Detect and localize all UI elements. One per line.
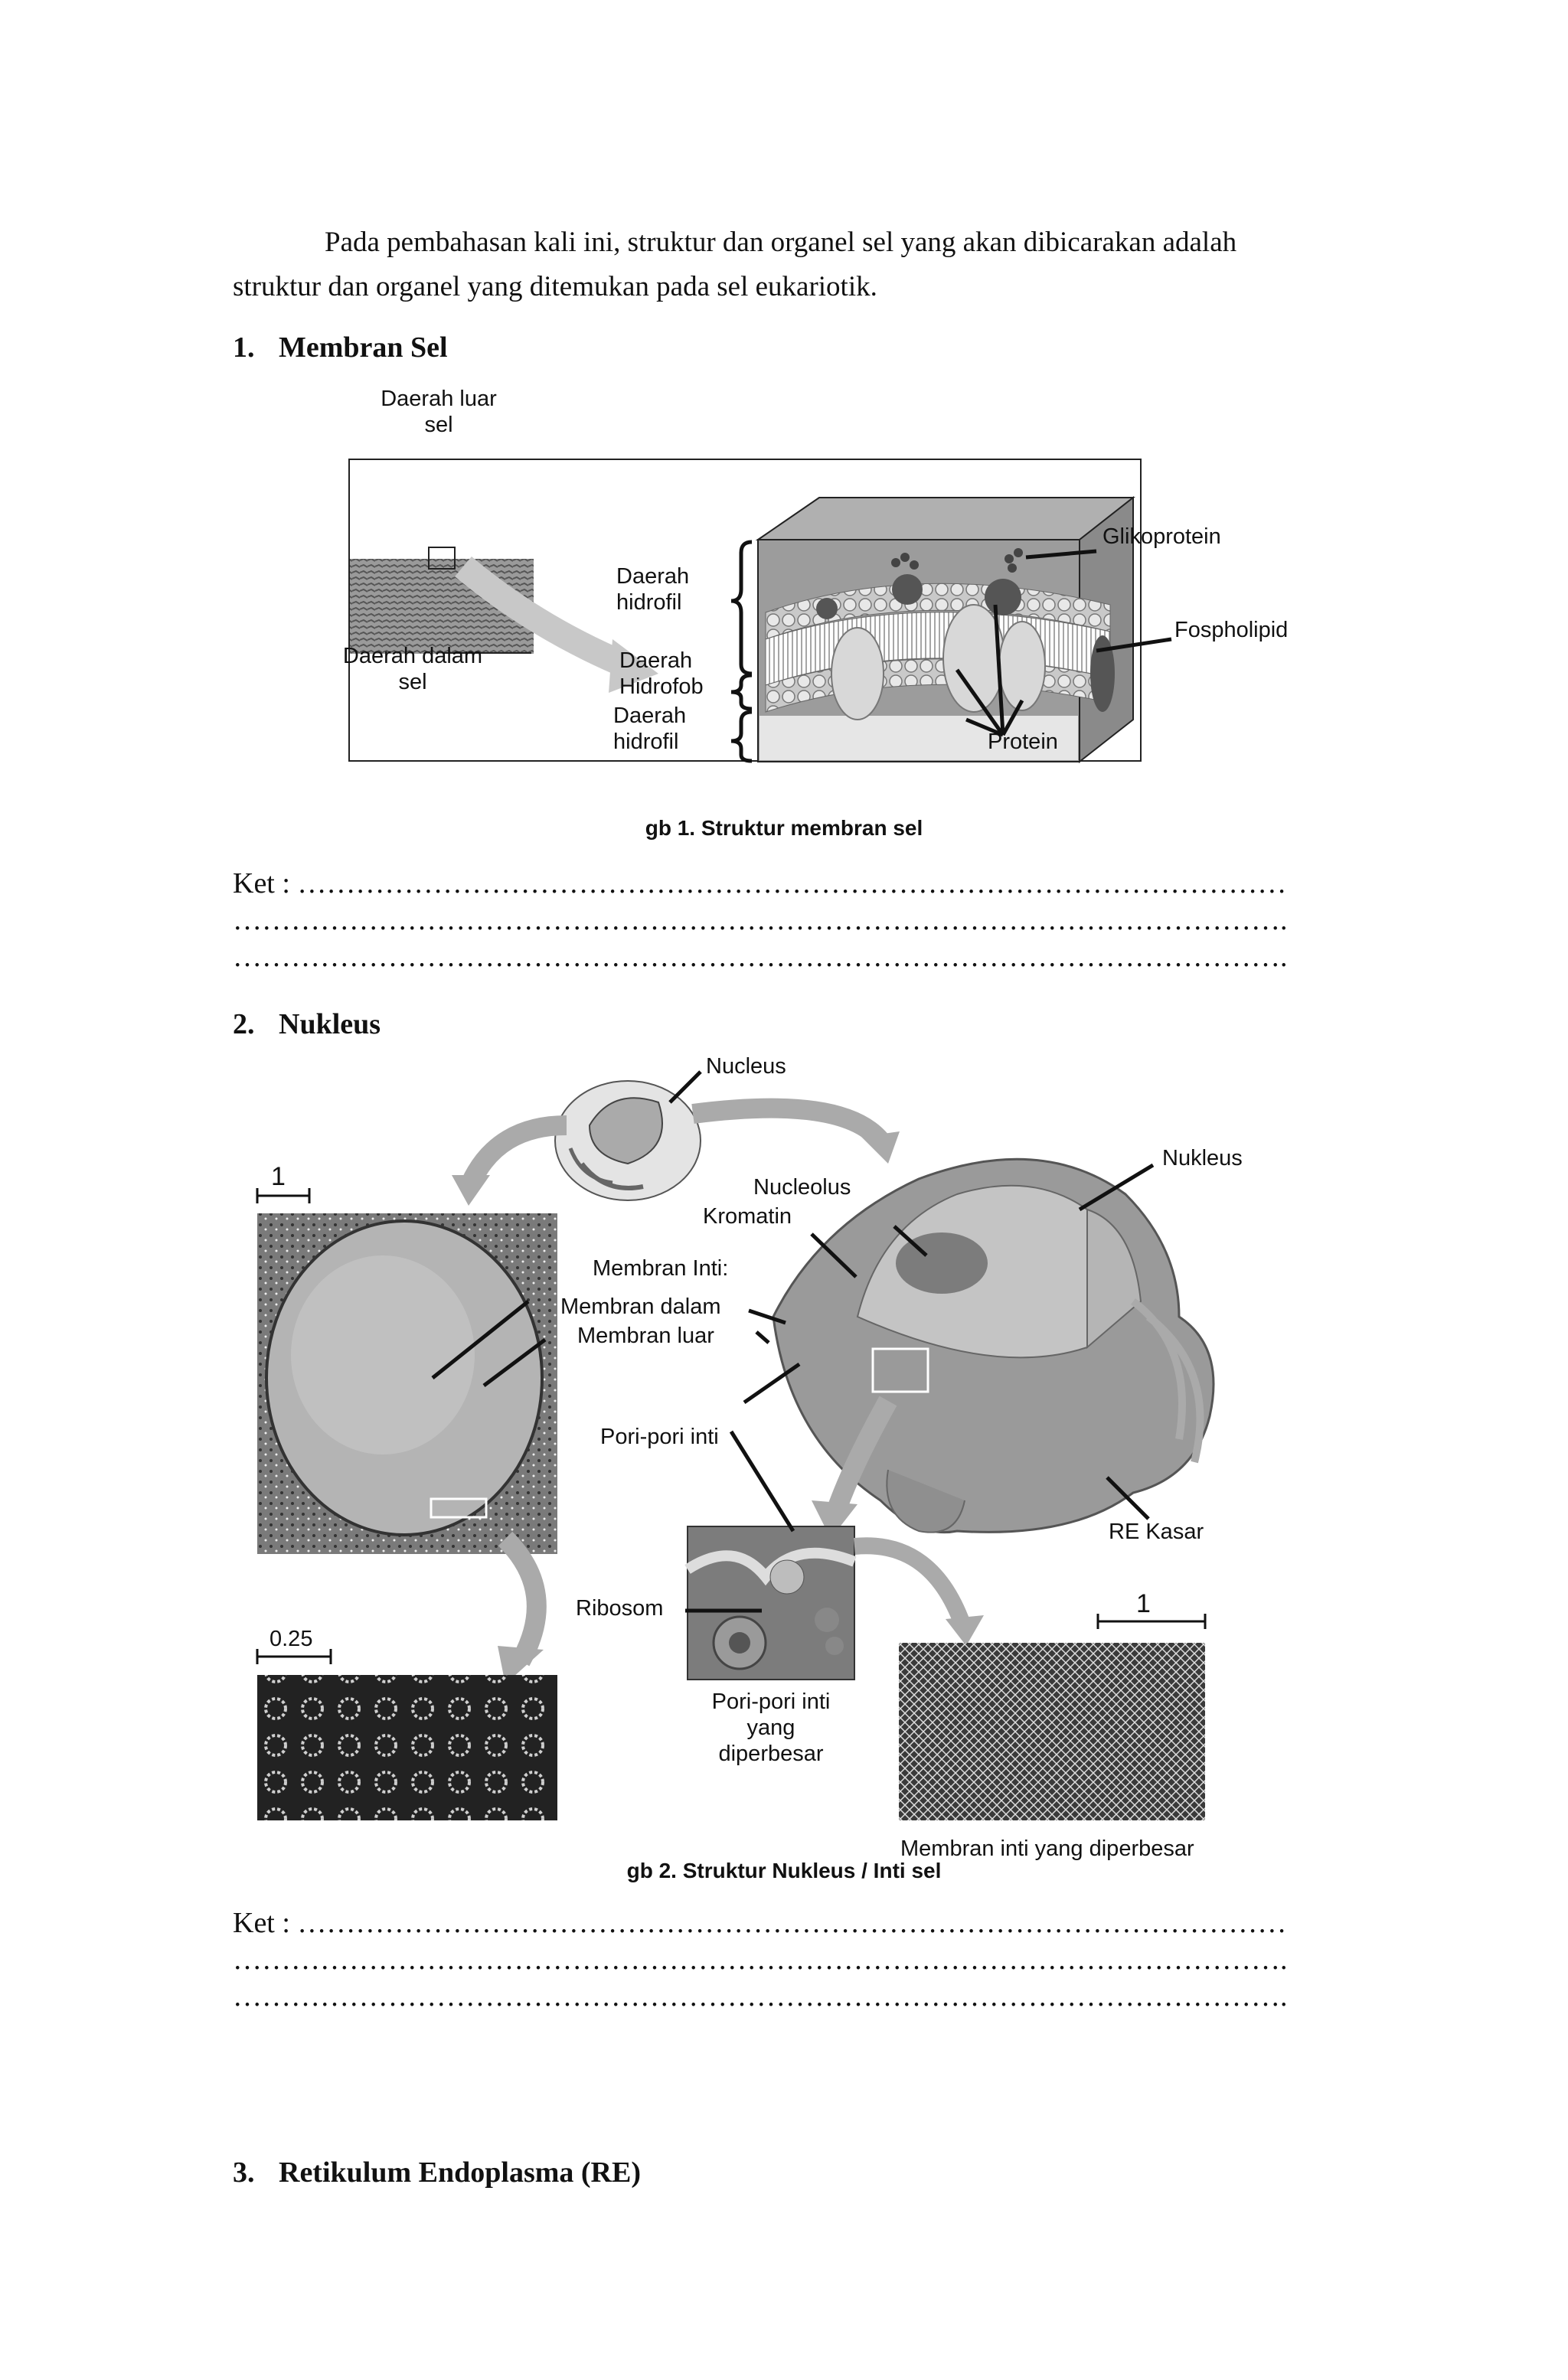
section-3-heading: 3.Retikulum Endoplasma (RE) <box>233 2156 641 2189</box>
zoom-box <box>429 547 455 569</box>
protein-right <box>999 622 1045 710</box>
label-daerah-dalam-sel: Daerah dalam sel <box>340 643 485 695</box>
protein-left <box>831 628 884 720</box>
pore-micrograph <box>257 1675 557 1820</box>
label-membran-luar: Membran luar <box>577 1323 714 1349</box>
label-daerah-luar-sel: Daerah luar sel <box>377 386 500 438</box>
zoom-arrow <box>463 566 628 666</box>
ket-2-line-1: Ket : ………………………………………………………………………………………… <box>233 1905 1335 1941</box>
figure-1-caption: gb 1. Struktur membran sel <box>0 816 1568 841</box>
ket-2-line-3: ………………………………………………………………………………………………. <box>233 1978 1335 2015</box>
figure-1-frame <box>349 459 1141 761</box>
label-nukleus: Nukleus <box>1162 1145 1243 1171</box>
scale-1-right: 1 <box>1136 1591 1151 1617</box>
label-daerah-hidrofil-bottom: Daerah hidrofil <box>613 703 713 755</box>
label-re-kasar: RE Kasar <box>1109 1519 1204 1545</box>
ket-block-2: Ket : …………………………………………………………………………………………… <box>233 1905 1335 2015</box>
membrane-micrograph-enlarged <box>899 1643 1205 1820</box>
scale-025: 0.25 <box>270 1626 312 1652</box>
label-membran-inti: Membran Inti: <box>593 1255 728 1281</box>
nucleus-micrograph <box>257 1213 557 1554</box>
label-pori-pori-inti: Pori-pori inti <box>600 1424 719 1450</box>
ket-block-1: Ket : …………………………………………………………………………………………… <box>233 865 1335 975</box>
intro-line-1: Pada pembahasan kali ini, struktur dan o… <box>325 227 1236 258</box>
label-ribosom: Ribosom <box>576 1595 663 1621</box>
label-nucleolus: Nucleolus <box>753 1174 851 1200</box>
ket-1-line-1: Ket : ………………………………………………………………………………………… <box>233 865 1335 902</box>
pore-enlarged-image <box>688 1526 854 1680</box>
ket-1-line-3: ………………………………………………………………………………………………. <box>233 939 1335 975</box>
nucleus-illustration <box>773 1159 1214 1532</box>
label-fospholipid: Fospholipid <box>1174 617 1288 643</box>
section-1-heading: 1.Membran Sel <box>233 331 448 364</box>
protein-middle <box>943 605 1004 712</box>
intro-paragraph: Pada pembahasan kali ini, struktur dan o… <box>233 220 1329 309</box>
scale-1-left: 1 <box>271 1164 286 1190</box>
ket-1-line-2: ………………………………………………………………………………………………. <box>233 902 1335 939</box>
label-membran-dalam: Membran dalam <box>560 1294 721 1320</box>
figure-2-caption: gb 2. Struktur Nukleus / Inti sel <box>0 1859 1568 1883</box>
label-glikoprotein: Glikoprotein <box>1102 524 1221 550</box>
membrane-micrograph <box>350 559 534 654</box>
label-kromatin: Kromatin <box>703 1203 792 1229</box>
label-pori-diperbesar: Pori-pori inti yang diperbesar <box>688 1689 854 1767</box>
section-3-title: Retikulum Endoplasma (RE) <box>279 2156 641 2189</box>
label-protein: Protein <box>988 729 1058 755</box>
label-nucleus: Nucleus <box>706 1053 786 1079</box>
section-1-title: Membran Sel <box>279 331 448 364</box>
label-daerah-hidrofil-top: Daerah hidrofil <box>616 563 716 615</box>
section-2-title: Nukleus <box>279 1008 381 1040</box>
section-2-heading: 2.Nukleus <box>233 1007 381 1041</box>
ket-2-line-2: ………………………………………………………………………………………………. <box>233 1941 1335 1978</box>
cell-icon <box>555 1081 701 1200</box>
label-daerah-hidrofob: Daerah Hidrofob <box>619 648 719 700</box>
intro-line-2: struktur dan organel yang ditemukan pada… <box>233 265 1329 309</box>
label-membran-inti-diperbesar: Membran inti yang diperbesar <box>900 1836 1194 1862</box>
